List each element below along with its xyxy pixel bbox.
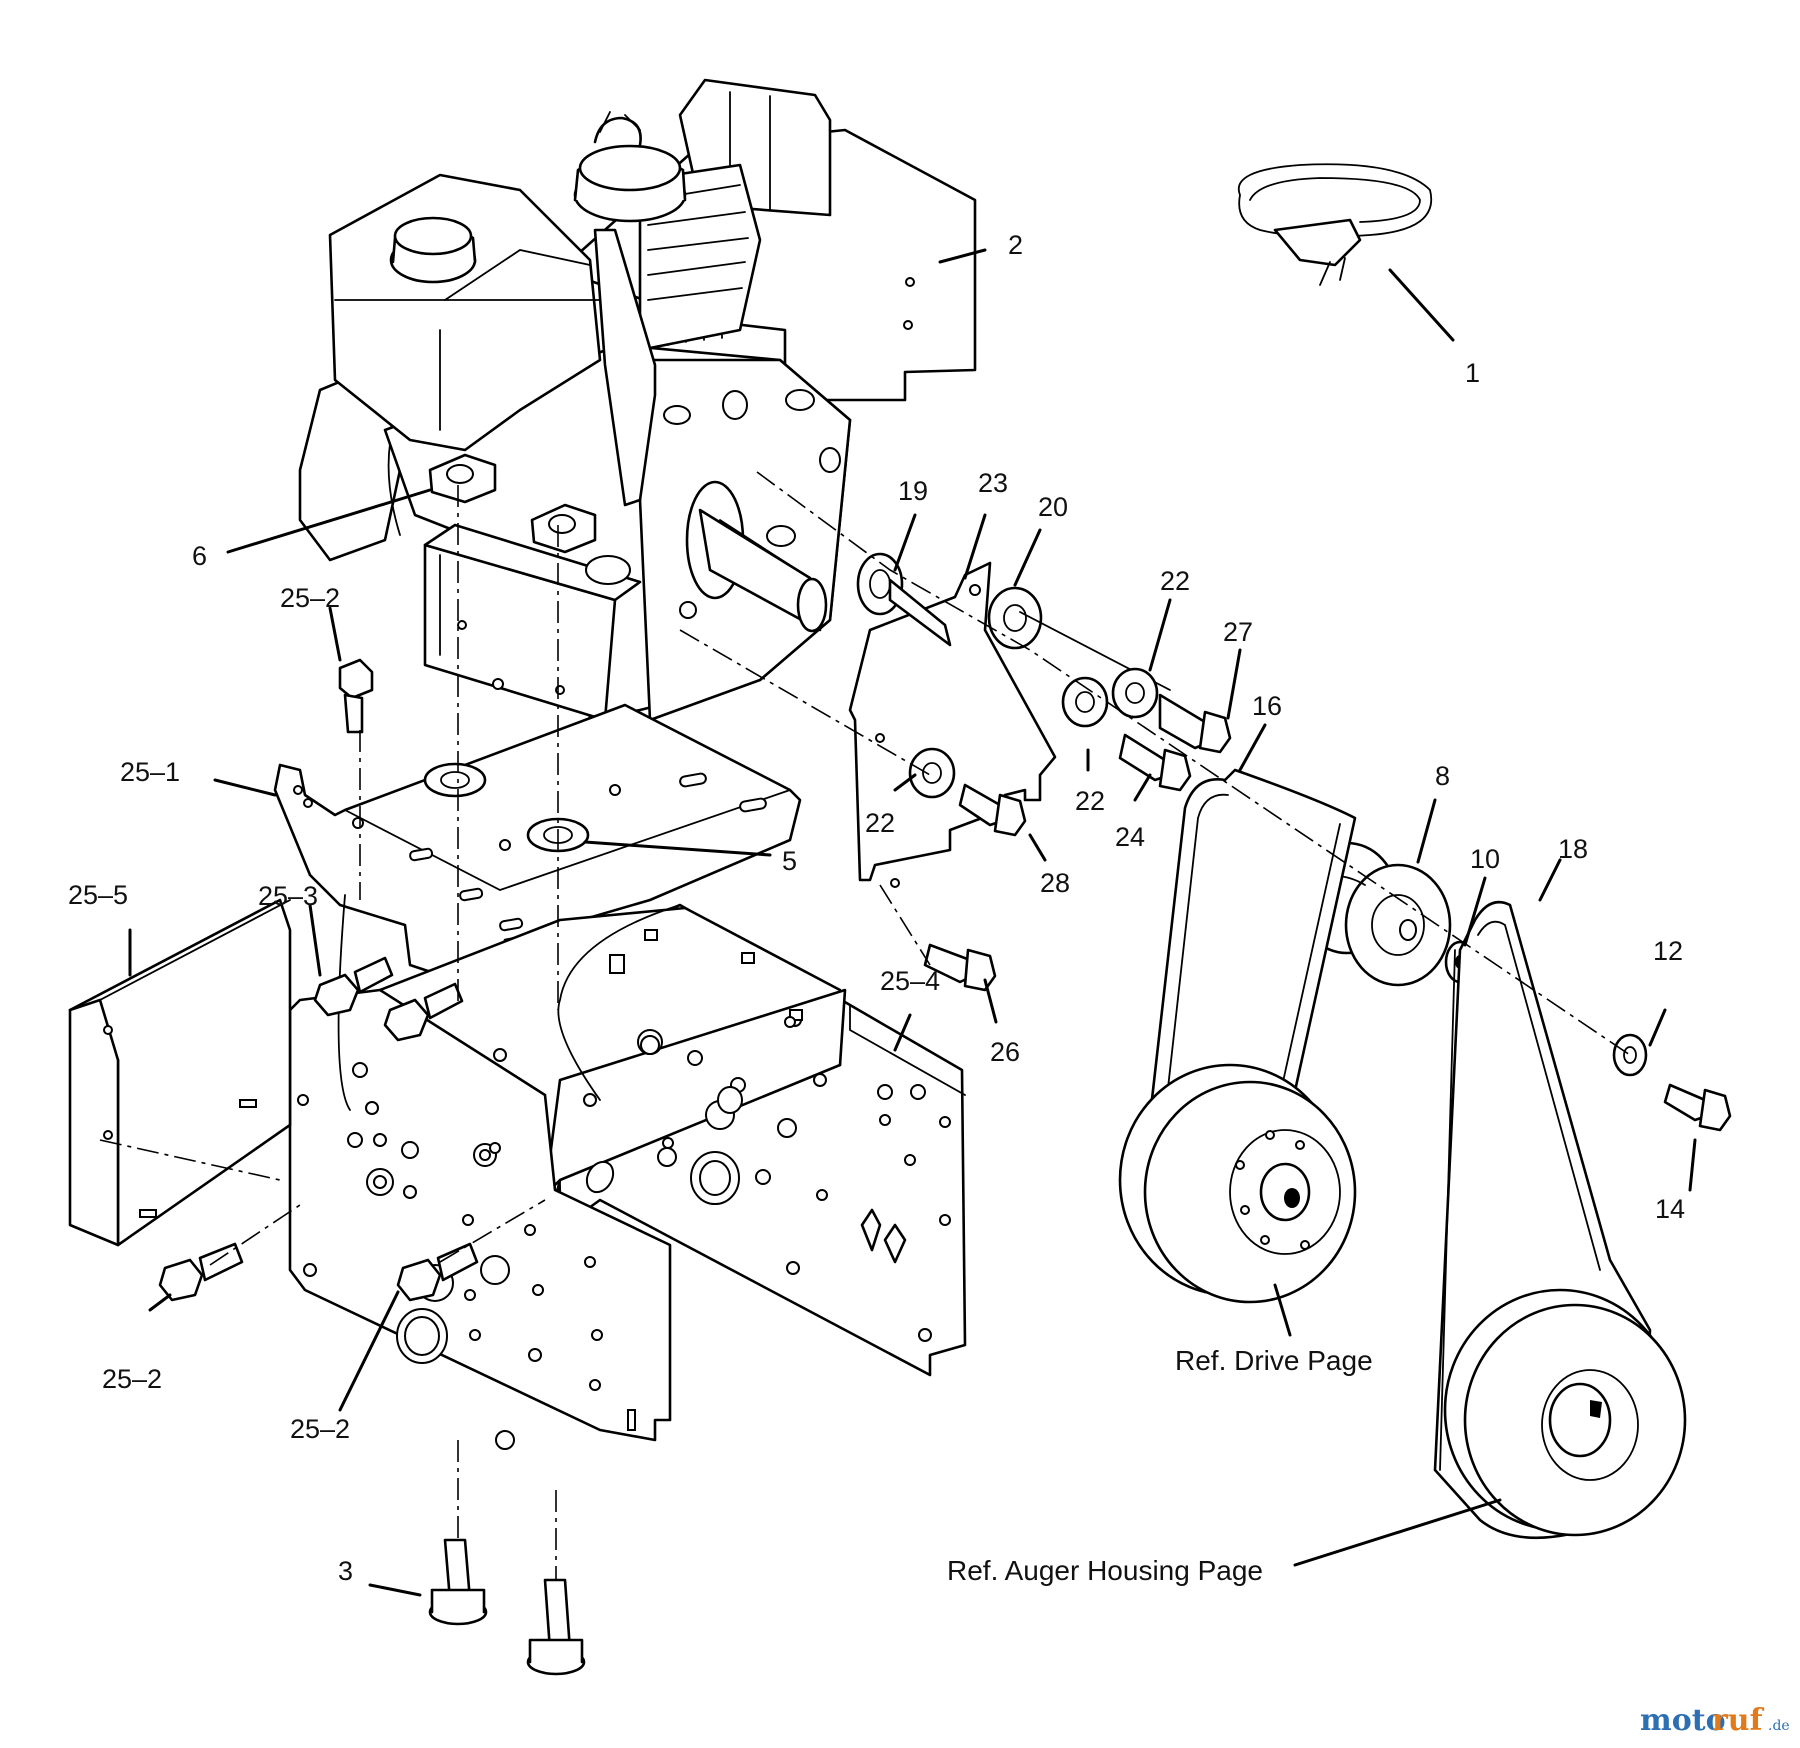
leader-lines [128, 248, 1697, 1597]
label-19: 19 [898, 476, 928, 506]
frame-housing [288, 894, 967, 1450]
label-22-mid: 22 [1075, 786, 1105, 816]
center-lines [99, 471, 1631, 1580]
ref-drive-page: Ref. Drive Page [1175, 1345, 1373, 1376]
label-25-2-top: 25–2 [280, 583, 340, 613]
belt-16-and-drive-pulley [1118, 768, 1357, 1304]
label-16: 16 [1252, 691, 1282, 721]
label-22-left: 22 [865, 808, 895, 838]
label-8: 8 [1435, 761, 1450, 791]
label-2: 2 [1008, 230, 1023, 260]
label-24: 24 [1115, 822, 1145, 852]
ref-auger-housing-page: Ref. Auger Housing Page [947, 1555, 1263, 1586]
label-10: 10 [1470, 844, 1500, 874]
label-23: 23 [978, 468, 1008, 498]
svg-text:moto: moto [1640, 1703, 1726, 1738]
watermark-logo: moto ruf .de [1640, 1703, 1790, 1738]
label-25-4: 25–4 [880, 966, 940, 996]
label-5: 5 [782, 846, 797, 876]
label-25-2-left: 25–2 [102, 1364, 162, 1394]
label-25-1: 25–1 [120, 757, 180, 787]
belt-18-and-auger-pulley [1433, 900, 1687, 1540]
svg-text:.de: .de [1768, 1718, 1790, 1734]
part-labels: 1 2 6 25–2 25–1 5 25–5 25–3 25–4 26 19 2… [68, 230, 1685, 1586]
bracket-23 [848, 561, 1057, 888]
hardware [158, 552, 1732, 1676]
label-1: 1 [1465, 358, 1480, 388]
label-20: 20 [1038, 492, 1068, 522]
label-14: 14 [1655, 1194, 1685, 1224]
label-25-2-bottom: 25–2 [290, 1414, 350, 1444]
label-28: 28 [1040, 868, 1070, 898]
label-25-3: 25–3 [258, 881, 318, 911]
label-25-5: 25–5 [68, 880, 128, 910]
label-26: 26 [990, 1037, 1020, 1067]
label-3: 3 [338, 1556, 353, 1586]
power-cord [1237, 163, 1433, 286]
engine [298, 78, 977, 746]
label-18: 18 [1558, 834, 1588, 864]
bracket-25-5 [68, 898, 292, 1247]
label-27: 27 [1223, 617, 1253, 647]
engine-mounting-plate [273, 703, 802, 987]
label-12: 12 [1653, 936, 1683, 966]
svg-text:ruf: ruf [1712, 1703, 1765, 1738]
label-6: 6 [192, 541, 207, 571]
label-22-top: 22 [1160, 566, 1190, 596]
